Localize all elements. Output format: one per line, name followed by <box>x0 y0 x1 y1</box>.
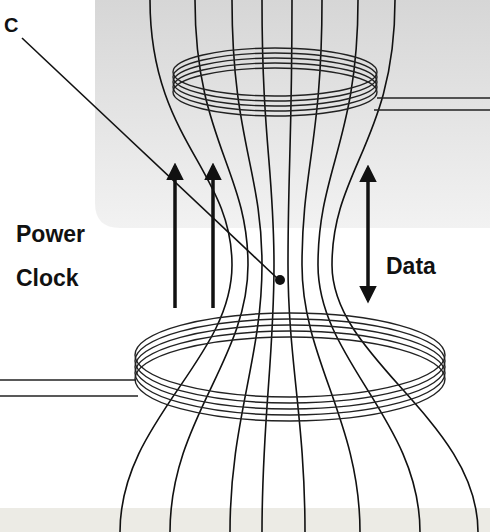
signal-label: Data <box>386 254 436 279</box>
component-label: C <box>4 14 18 36</box>
coils <box>135 48 445 421</box>
signal-arrows <box>175 166 368 308</box>
center-dot <box>275 275 285 285</box>
field-lines <box>120 0 478 532</box>
signal-label: Clock <box>16 266 79 291</box>
signal-label: Power <box>16 222 85 247</box>
